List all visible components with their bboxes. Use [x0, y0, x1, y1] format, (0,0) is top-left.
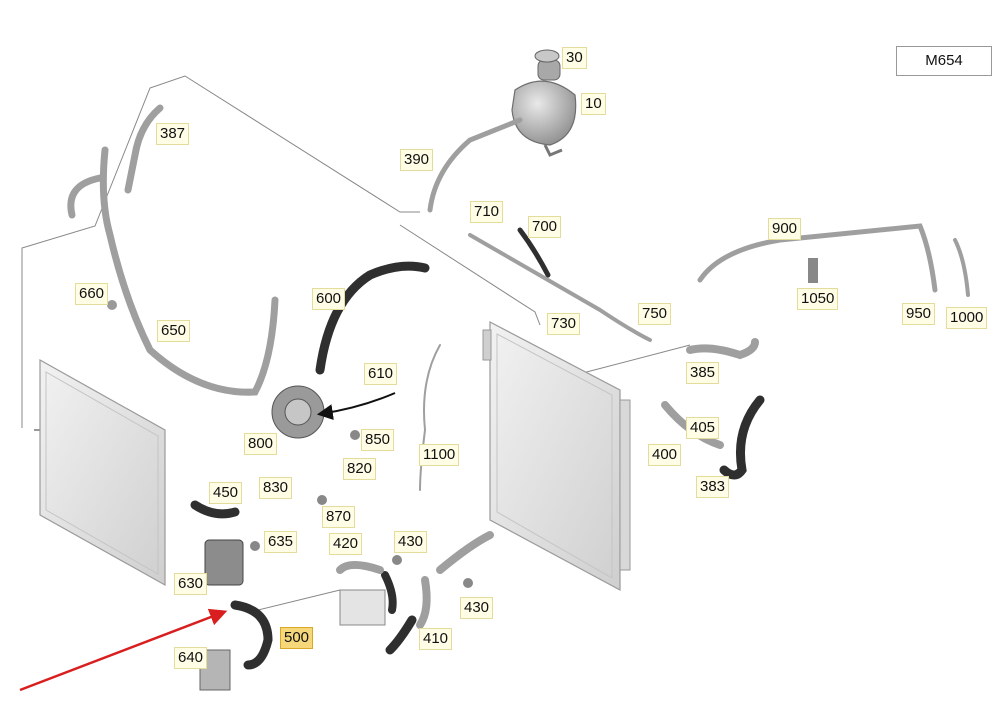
callout-420[interactable]: 420 — [329, 533, 363, 555]
left-radiator — [34, 358, 166, 587]
red-pointer-arrow — [19, 608, 228, 692]
callout-1050[interactable]: 1050 — [797, 288, 839, 310]
callout-385[interactable]: 385 — [686, 362, 720, 384]
callout-500-highlighted[interactable]: 500 — [280, 627, 314, 649]
callout-750[interactable]: 750 — [638, 303, 672, 325]
callout-390[interactable]: 390 — [400, 149, 434, 171]
callout-630[interactable]: 630 — [174, 573, 208, 595]
callout-700[interactable]: 700 — [528, 216, 562, 238]
callout-870[interactable]: 870 — [322, 506, 356, 528]
callout-410[interactable]: 410 — [419, 628, 453, 650]
callout-405[interactable]: 405 — [686, 417, 720, 439]
model-label: M654 — [896, 46, 992, 76]
pump-arrow — [316, 392, 396, 421]
callout-800[interactable]: 800 — [244, 433, 278, 455]
callout-400[interactable]: 400 — [648, 444, 682, 466]
dark-hoses — [190, 227, 765, 670]
callout-640[interactable]: 640 — [174, 647, 208, 669]
expansion-tank — [511, 49, 577, 157]
callout-635[interactable]: 635 — [264, 531, 298, 553]
callout-430[interactable]: 430 — [394, 531, 428, 553]
callout-950[interactable]: 950 — [902, 303, 936, 325]
callout-387[interactable]: 387 — [156, 123, 190, 145]
callout-650[interactable]: 650 — [157, 320, 191, 342]
components — [107, 258, 818, 691]
callout-660[interactable]: 660 — [75, 283, 109, 305]
right-radiator — [482, 321, 631, 592]
callout-730[interactable]: 730 — [547, 313, 581, 335]
callout-820[interactable]: 820 — [343, 458, 377, 480]
callout-430-b[interactable]: 430 — [460, 597, 494, 619]
assembly-outline — [21, 75, 691, 613]
callout-600[interactable]: 600 — [312, 288, 346, 310]
callout-610[interactable]: 610 — [364, 363, 398, 385]
callout-850[interactable]: 850 — [361, 429, 395, 451]
callout-710[interactable]: 710 — [470, 201, 504, 223]
callout-450[interactable]: 450 — [209, 482, 243, 504]
callout-1000[interactable]: 1000 — [946, 307, 988, 329]
callout-30[interactable]: 30 — [562, 47, 587, 69]
callout-900[interactable]: 900 — [768, 218, 802, 240]
light-hoses — [67, 104, 970, 629]
callout-10[interactable]: 10 — [581, 93, 606, 115]
callout-1100[interactable]: 1100 — [419, 444, 460, 466]
callout-830[interactable]: 830 — [259, 477, 293, 499]
callout-383[interactable]: 383 — [696, 476, 730, 498]
